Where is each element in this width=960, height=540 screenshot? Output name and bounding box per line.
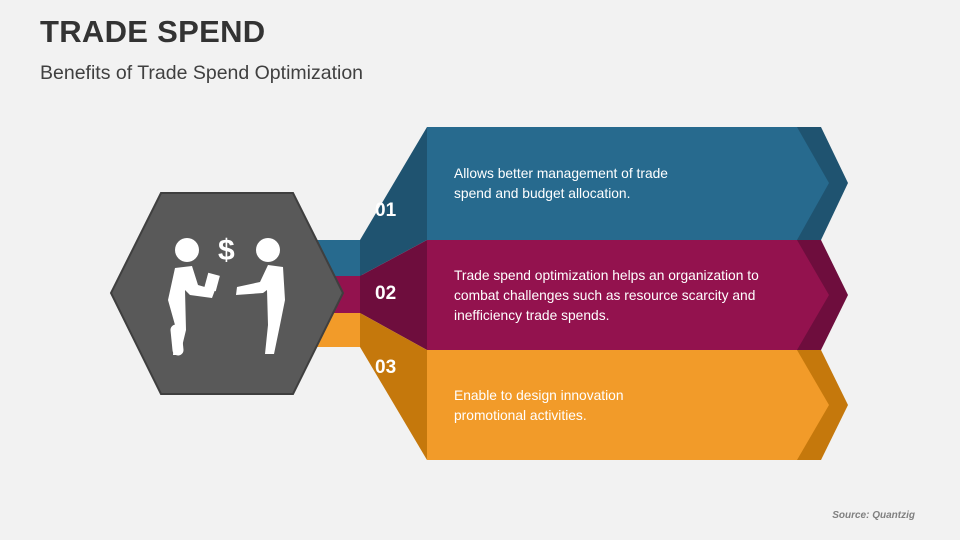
- item-2-number: 02: [375, 283, 397, 304]
- item-1-number: 01: [375, 200, 397, 221]
- item-3-text: Enable to design innovation promotional …: [454, 388, 624, 423]
- hexagon: [109, 192, 345, 395]
- item-1-text: Allows better management of trade spend …: [454, 166, 668, 201]
- band-2-fold: [360, 240, 427, 350]
- item-2-text: Trade spend optimization helps an organi…: [454, 268, 759, 323]
- page-subtitle: Benefits of Trade Spend Optimization: [40, 62, 364, 84]
- band-2: [427, 240, 829, 350]
- band-1: [427, 127, 829, 240]
- band-3-fold: [360, 313, 427, 460]
- people-exchanging-money-icon: $: [168, 234, 285, 356]
- source-note: Source: Quantzig: [832, 510, 915, 521]
- page-title: TRADE SPEND: [40, 14, 266, 49]
- item-3-number: 03: [375, 357, 397, 378]
- band-1-fold: [360, 127, 427, 276]
- band-3: [427, 350, 829, 460]
- svg-text:$: $: [218, 234, 235, 267]
